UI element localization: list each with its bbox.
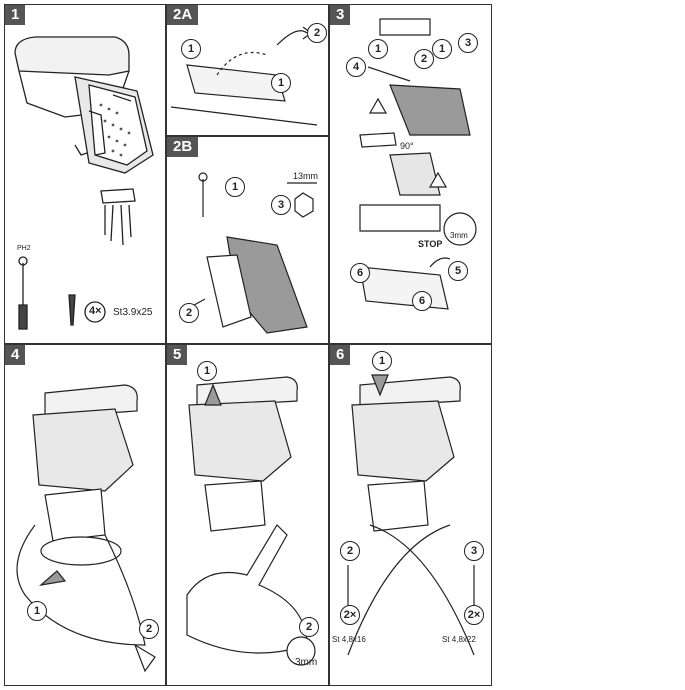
panel-1: 1 (4, 4, 166, 344)
step-marker-1: 1 (432, 39, 452, 59)
bracket-fixing-illustration (359, 18, 477, 310)
panel-5: 5 1 2 3mm (166, 344, 329, 686)
instruction-sheet: 1 (4, 4, 492, 686)
step-marker-2: 2 (307, 23, 327, 43)
screw-count-b: 2× (464, 605, 484, 625)
panel-badge-6: 6 (330, 345, 351, 365)
screwdriver-type-label: PH2 (17, 245, 31, 252)
lid-lift-illustration (186, 376, 316, 666)
gap-label: 3mm (450, 231, 468, 240)
step-marker-3: 3 (464, 541, 484, 561)
step-marker-1: 1 (372, 351, 392, 371)
step-marker-4: 4 (346, 57, 366, 77)
screw-spec-b: St 4,8x22 (442, 635, 476, 644)
step-marker-1: 1 (271, 73, 291, 93)
gap-label: 3mm (295, 657, 318, 668)
final-fixing-illustration (347, 374, 475, 656)
step-marker-2: 2 (139, 619, 159, 639)
screw-count-label: 4× (89, 305, 102, 317)
step-marker-3: 3 (458, 33, 478, 53)
step-marker-3: 3 (271, 195, 291, 215)
step-marker-2: 2 (340, 541, 360, 561)
panel-4: 4 1 2 (4, 344, 166, 686)
step-marker-1: 1 (181, 39, 201, 59)
base-positioning-illustration (16, 384, 156, 673)
panel-badge-2b: 2B (167, 137, 199, 157)
step-marker-2: 2 (179, 303, 199, 323)
step-marker-5: 5 (448, 261, 468, 281)
panel-3: 3 1 1 2 3 4 5 6 6 90° STOP 3mm (329, 4, 492, 344)
step-marker-1: 1 (225, 177, 245, 197)
panel-badge-2a: 2A (167, 5, 199, 25)
step-marker-1: 1 (368, 39, 388, 59)
panel-badge-4: 4 (5, 345, 26, 365)
panel-2b: 2B 1 2 3 13mm (166, 136, 329, 344)
step-marker-6: 6 (350, 263, 370, 283)
panel-2a: 2A 1 1 2 (166, 4, 329, 136)
clip-removal-illustration (170, 26, 318, 126)
screw-count-a: 2× (340, 605, 360, 625)
step-marker-6: 6 (412, 291, 432, 311)
step-marker-1: 1 (197, 361, 217, 381)
step-marker-2: 2 (414, 49, 434, 69)
screw-spec-label: St3.9x25 (113, 307, 153, 318)
panel-badge-3: 3 (330, 5, 351, 25)
step-marker-2: 2 (299, 617, 319, 637)
nut-size-label: 13mm (293, 171, 319, 181)
angle-label: 90° (400, 141, 414, 151)
panel-badge-1: 1 (5, 5, 26, 25)
step-marker-1: 1 (27, 601, 47, 621)
panel-badge-5: 5 (167, 345, 188, 365)
stop-label: STOP (418, 239, 443, 249)
panel-6: 6 1 2 3 2× 2× St 4,8x16 St 4,8x22 (329, 344, 492, 686)
armrest-assembly-illustration (14, 36, 154, 330)
bracket-mount-illustration (186, 172, 317, 334)
screw-spec-a: St 4,8x16 (332, 635, 366, 644)
